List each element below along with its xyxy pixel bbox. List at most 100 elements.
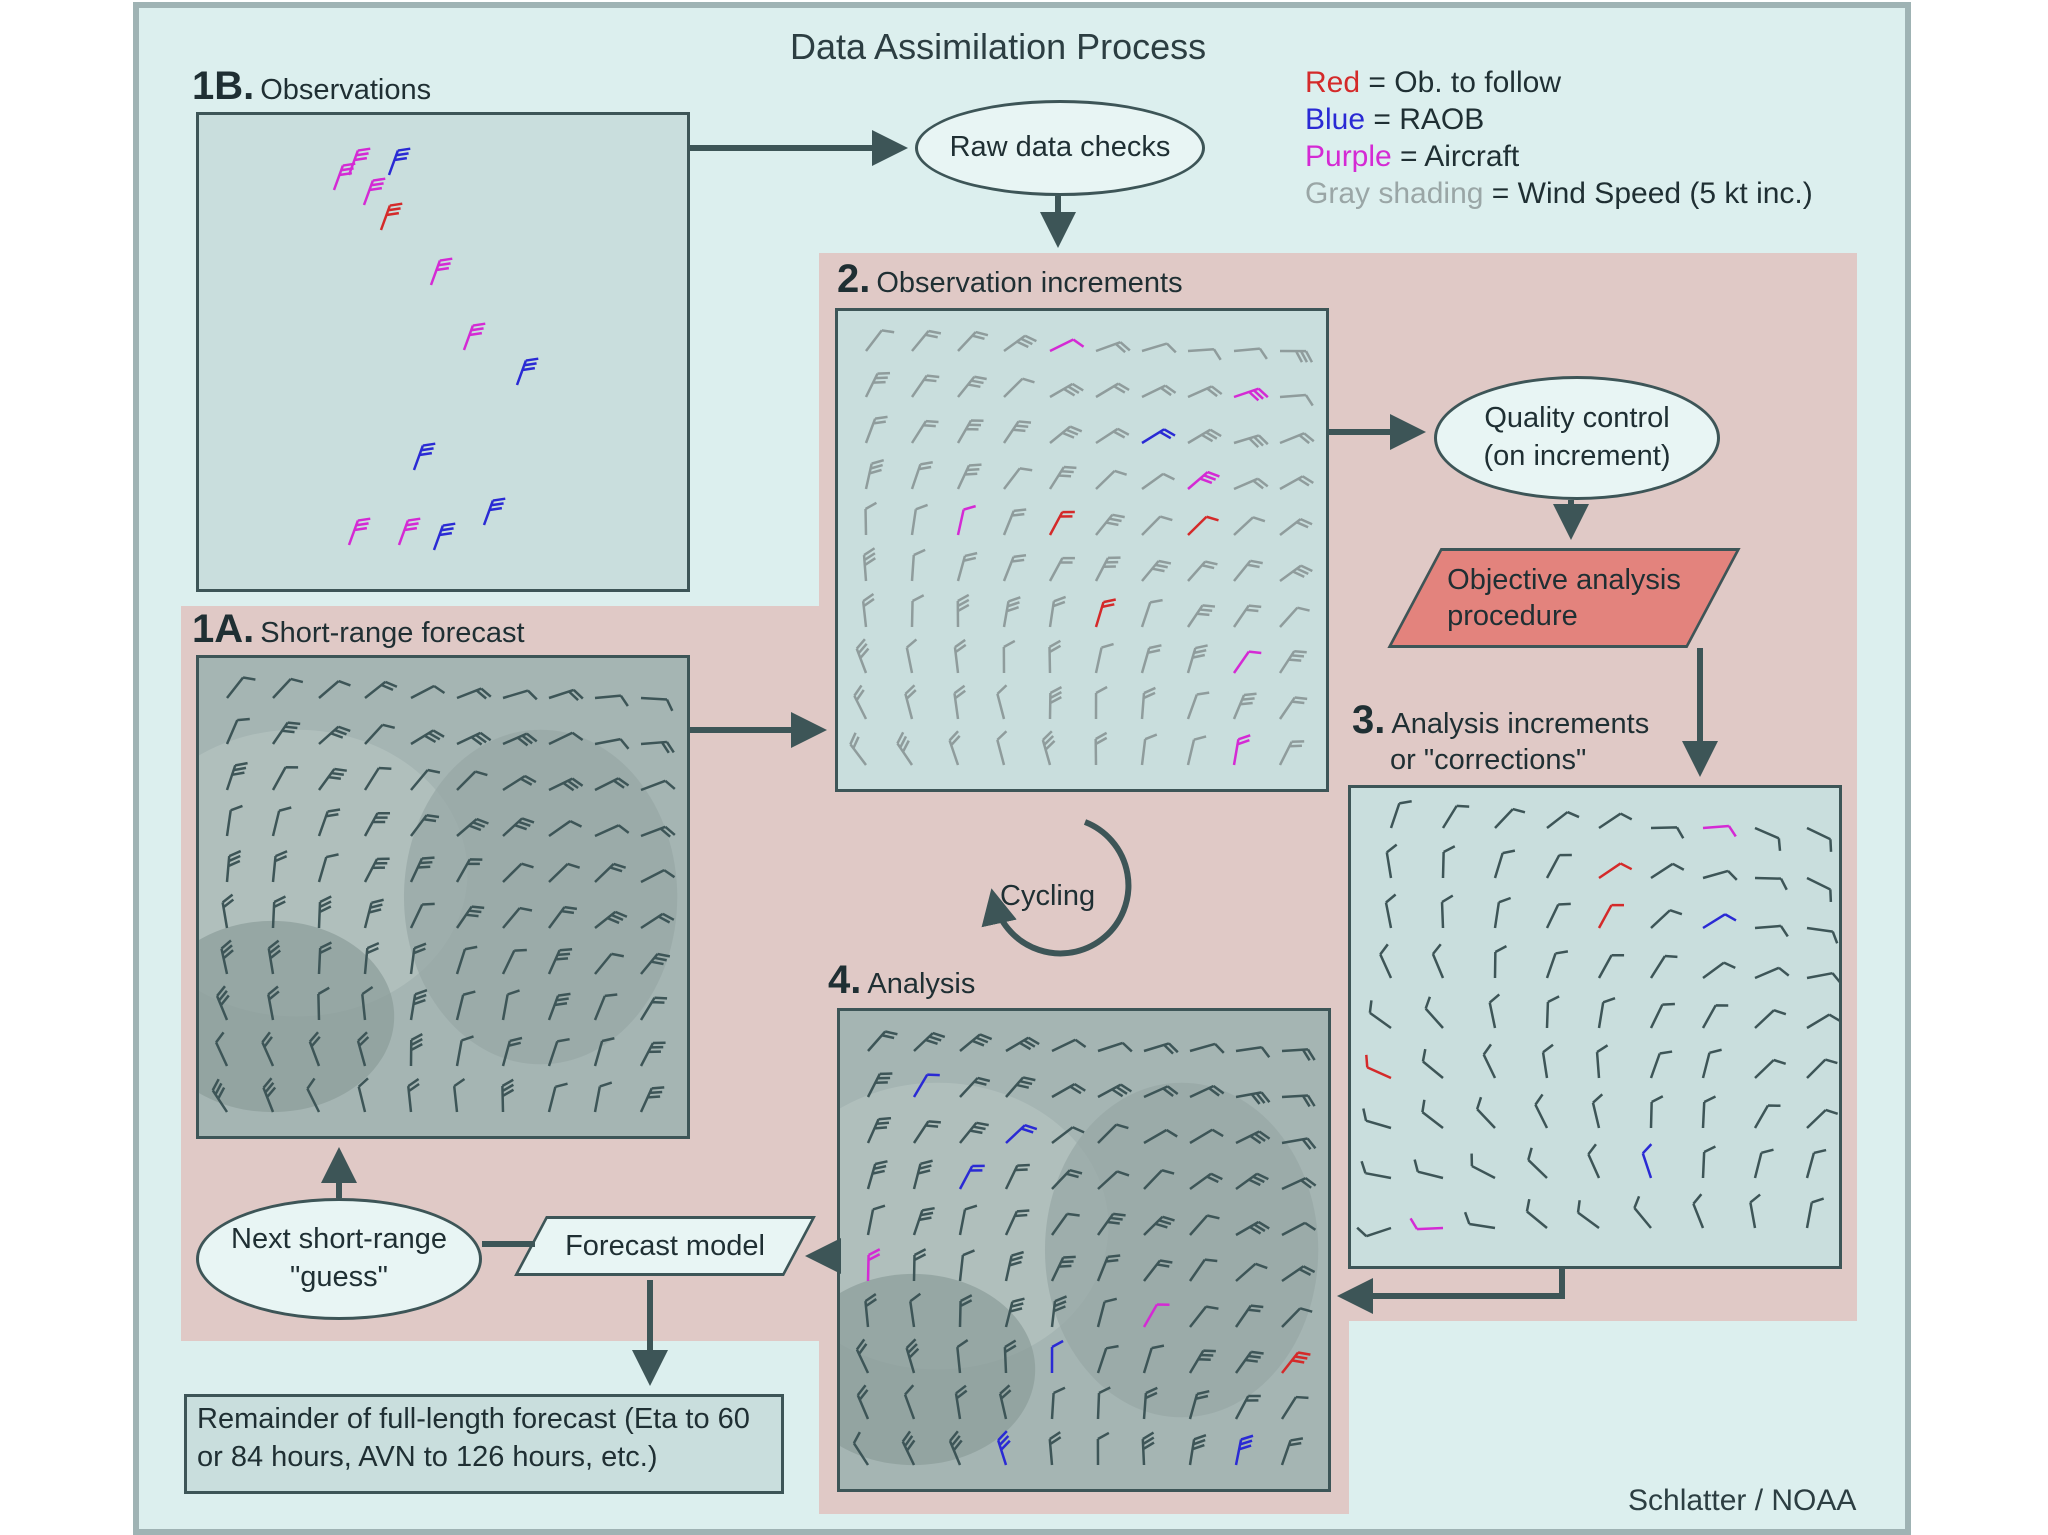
wind-barb-icon [1281,1048,1316,1062]
wind-barb-icon [1234,1350,1264,1374]
wind-barb-icon [547,992,571,1021]
wind-barb-icon [1002,554,1027,582]
wind-barb-icon [1142,1303,1170,1328]
wind-barb-icon [1546,810,1580,829]
wind-barb-icon [271,895,287,929]
wind-barb-icon [362,177,386,206]
wind-barb-icon [1281,1265,1316,1283]
wind-barb-icon [1187,515,1219,536]
wind-barb-icon [409,1033,423,1067]
wind-barb-icon [867,1030,898,1052]
wind-barb-icon [1806,826,1833,852]
wind-barb-icon [501,1036,523,1067]
wind-barb-icon [1094,685,1108,720]
wind-barb-icon [409,902,435,929]
wind-barb-icon [1050,1339,1064,1374]
wind-barb-icon [363,811,391,837]
wind-barb-icon [1235,1172,1269,1191]
analysis-barbs [840,1030,1319,1466]
wind-barb-icon [1488,993,1501,1029]
wind-barb-icon [455,945,478,975]
wind-barb-icon [501,948,527,975]
wind-speed-shading [199,920,395,1113]
wind-barb-icon [1233,387,1269,402]
wind-barb-icon [364,680,398,699]
wind-barb-icon [1143,1259,1173,1282]
wind-barb-icon [1097,1083,1133,1099]
wind-barb-icon [432,522,456,551]
wind-barb-icon [866,1204,886,1236]
wind-barb-icon [363,898,384,929]
increments-label: 2.Observation increments [837,257,1183,301]
wind-barb-icon [1003,334,1037,353]
wind-barb-icon [1649,1050,1673,1079]
wind-barb-icon [215,985,230,1021]
wind-speed-shading [403,729,678,1065]
wind-barb-icon [1233,477,1269,491]
wind-barb-icon [1753,1104,1781,1129]
wind-barb-icon [1591,1093,1604,1129]
wind-barb-icon [1095,340,1131,354]
wind-barb-icon [1232,604,1262,628]
wind-barb-icon [953,638,967,674]
wind-barb-icon [594,910,628,929]
wind-barb-icon [1413,1159,1444,1180]
wind-barb-icon [1702,913,1737,930]
wind-barb-icon [317,853,339,883]
wind-barb-icon [409,988,428,1021]
wind-barb-icon [1048,556,1075,582]
increment-barbs [849,329,1315,766]
wind-barb-icon [1186,691,1210,720]
wind-barb-icon [1753,1148,1774,1179]
wind-barb-icon [956,593,970,628]
wind-barb-icon [953,684,966,720]
observations-panel [196,112,690,592]
wind-barb-icon [1806,971,1839,984]
wind-barb-icon [1649,954,1678,979]
wind-barb-icon [502,732,538,747]
wind-barb-icon [956,1339,969,1374]
wind-barb-icon [639,1086,665,1113]
wind-barb-icon [272,677,304,699]
wind-barb-icon [1805,1148,1827,1179]
wind-barb-icon [1702,869,1738,881]
wind-barb-icon [1475,1096,1496,1129]
wind-barb-icon [363,941,380,975]
wind-barb-icon [1094,731,1108,766]
wind-barb-icon [958,1164,985,1190]
wind-barb-icon [1545,995,1560,1029]
observations-barbs [332,147,539,551]
wind-barb-icon [1389,799,1412,829]
wind-barb-icon [347,147,371,176]
wind-barb-icon [1051,1126,1085,1144]
wind-barb-icon [1050,1295,1068,1328]
credit: Schlatter / NOAA [1628,1484,1857,1517]
wind-barb-icon [347,517,371,546]
wind-barb-icon [1749,1193,1761,1229]
wind-barb-icon [910,374,940,398]
wind-barb-icon [515,357,539,386]
wind-barb-icon [361,985,374,1021]
wind-barb-icon [547,1037,570,1067]
quality-control-step: Quality control (on increment) [1434,376,1720,500]
wind-barb-icon [1597,903,1624,929]
wind-barb-icon [1805,1197,1825,1229]
wind-barb-icon [1189,1172,1223,1191]
legend-text: = Aircraft [1391,140,1520,173]
wind-barb-icon [866,1248,881,1282]
wind-barb-icon [1754,826,1782,851]
wind-barb-icon [1002,639,1016,674]
wind-barb-icon [317,895,332,929]
wind-speed-shading [1044,1082,1319,1418]
wind-barb-icon [1002,596,1021,628]
wind-barb-icon [462,322,486,351]
wind-barb-icon [948,1430,963,1466]
wind-barb-icon [1409,1217,1444,1231]
wind-barb-icon [959,1033,993,1052]
wind-barb-icon [221,893,235,929]
wind-barb-icon [410,813,440,837]
wind-barb-icon [1141,428,1176,445]
wind-barb-icon [1421,1048,1444,1079]
wind-barb-icon [1545,853,1572,879]
wind-barb-icon [1281,1177,1317,1191]
